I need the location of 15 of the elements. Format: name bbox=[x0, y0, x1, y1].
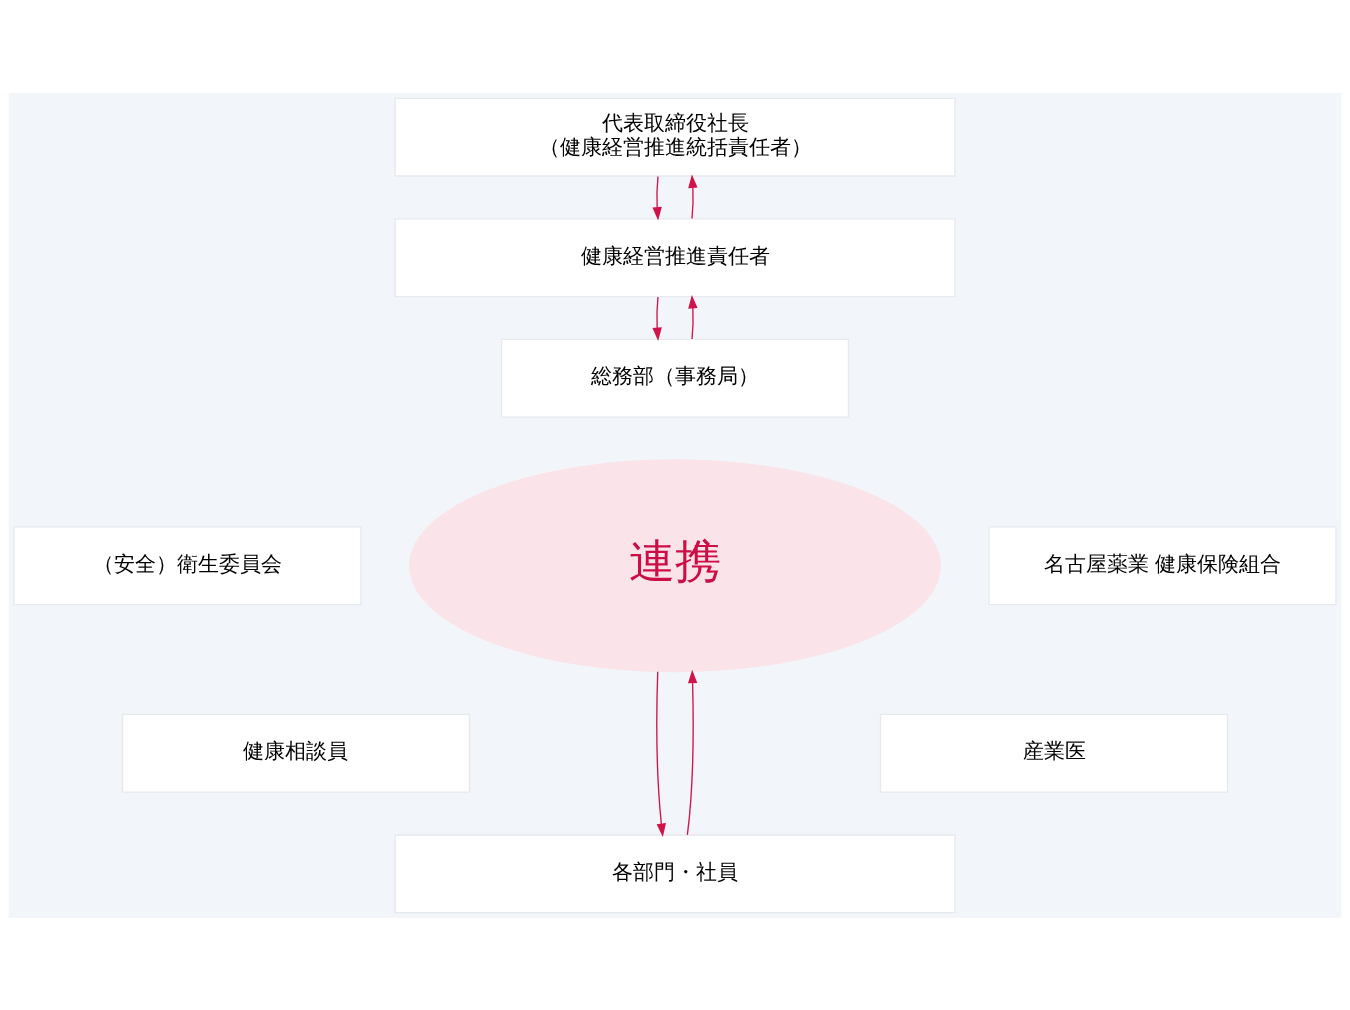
arrow bbox=[652, 175, 662, 221]
arrow bbox=[688, 173, 698, 219]
node-box: 代表取締役社長 （健康経営推進統括責任者） bbox=[394, 97, 956, 177]
node-box: 名古屋薬業 健康保険組合 bbox=[988, 525, 1337, 605]
arrow bbox=[688, 294, 698, 340]
node-box: 総務部（事務局） bbox=[500, 338, 850, 418]
node-ellipse: 連携 bbox=[409, 458, 941, 672]
arrow bbox=[652, 295, 662, 341]
node-box: （安全）衛生委員会 bbox=[13, 525, 362, 605]
node-box: 健康相談員 bbox=[121, 713, 471, 793]
node-box: 産業医 bbox=[879, 713, 1229, 793]
arrow bbox=[686, 669, 698, 836]
node-box: 健康経営推進責任者 bbox=[394, 217, 956, 297]
arrow bbox=[656, 670, 666, 837]
node-box: 各部門・社員 bbox=[394, 833, 956, 913]
